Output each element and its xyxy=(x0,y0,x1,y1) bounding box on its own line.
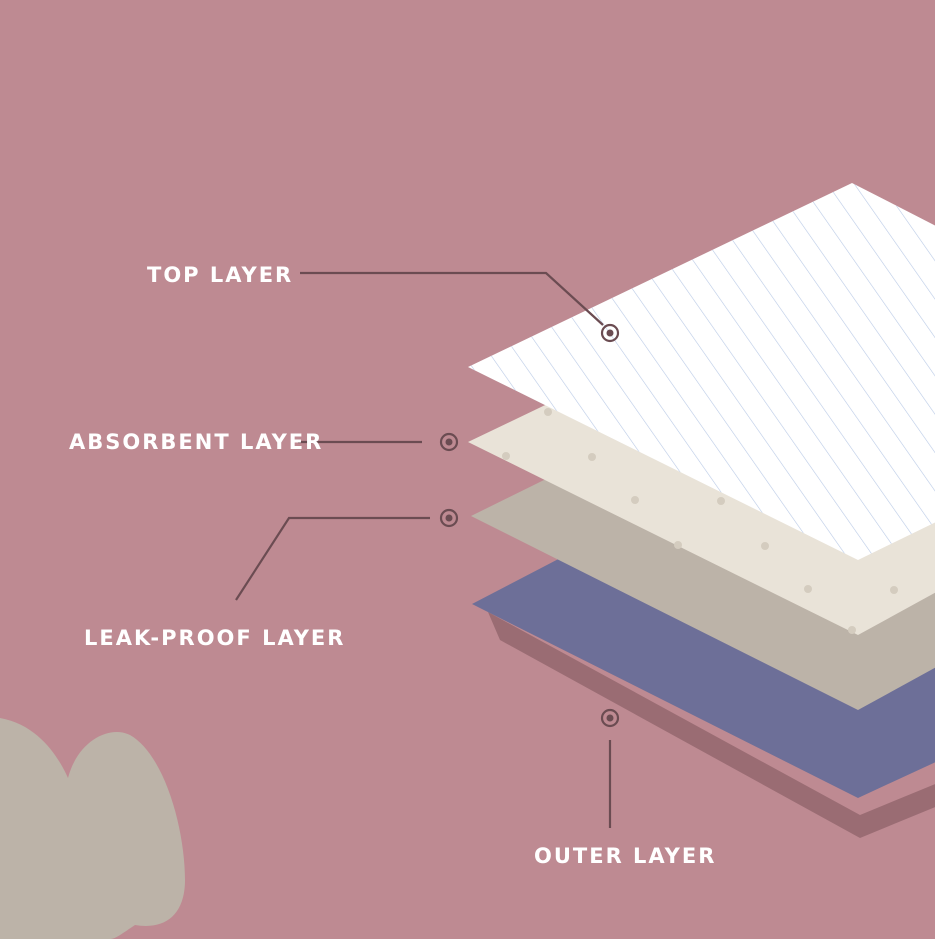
decorative-shape xyxy=(0,718,185,939)
leader-line-leak-proof xyxy=(235,516,430,601)
outer-layer-label: OUTER LAYER xyxy=(534,844,717,868)
marker-leak-proof xyxy=(439,508,459,528)
absorbent-dots xyxy=(502,408,898,634)
top-layer-stripes xyxy=(468,183,935,560)
top-layer-label: TOP LAYER xyxy=(147,263,294,287)
marker-outer xyxy=(600,708,620,728)
marker-absorbent xyxy=(439,432,459,452)
outer-layer-shadow xyxy=(488,612,935,838)
absorbent-layer-label: ABSORBENT LAYER xyxy=(69,430,324,454)
leader-line-top xyxy=(300,271,604,326)
leader-lines xyxy=(235,271,612,828)
marker-top xyxy=(600,323,620,343)
leak-proof-layer-label: LEAK-PROOF LAYER xyxy=(84,626,346,650)
marker-dots xyxy=(439,323,620,728)
